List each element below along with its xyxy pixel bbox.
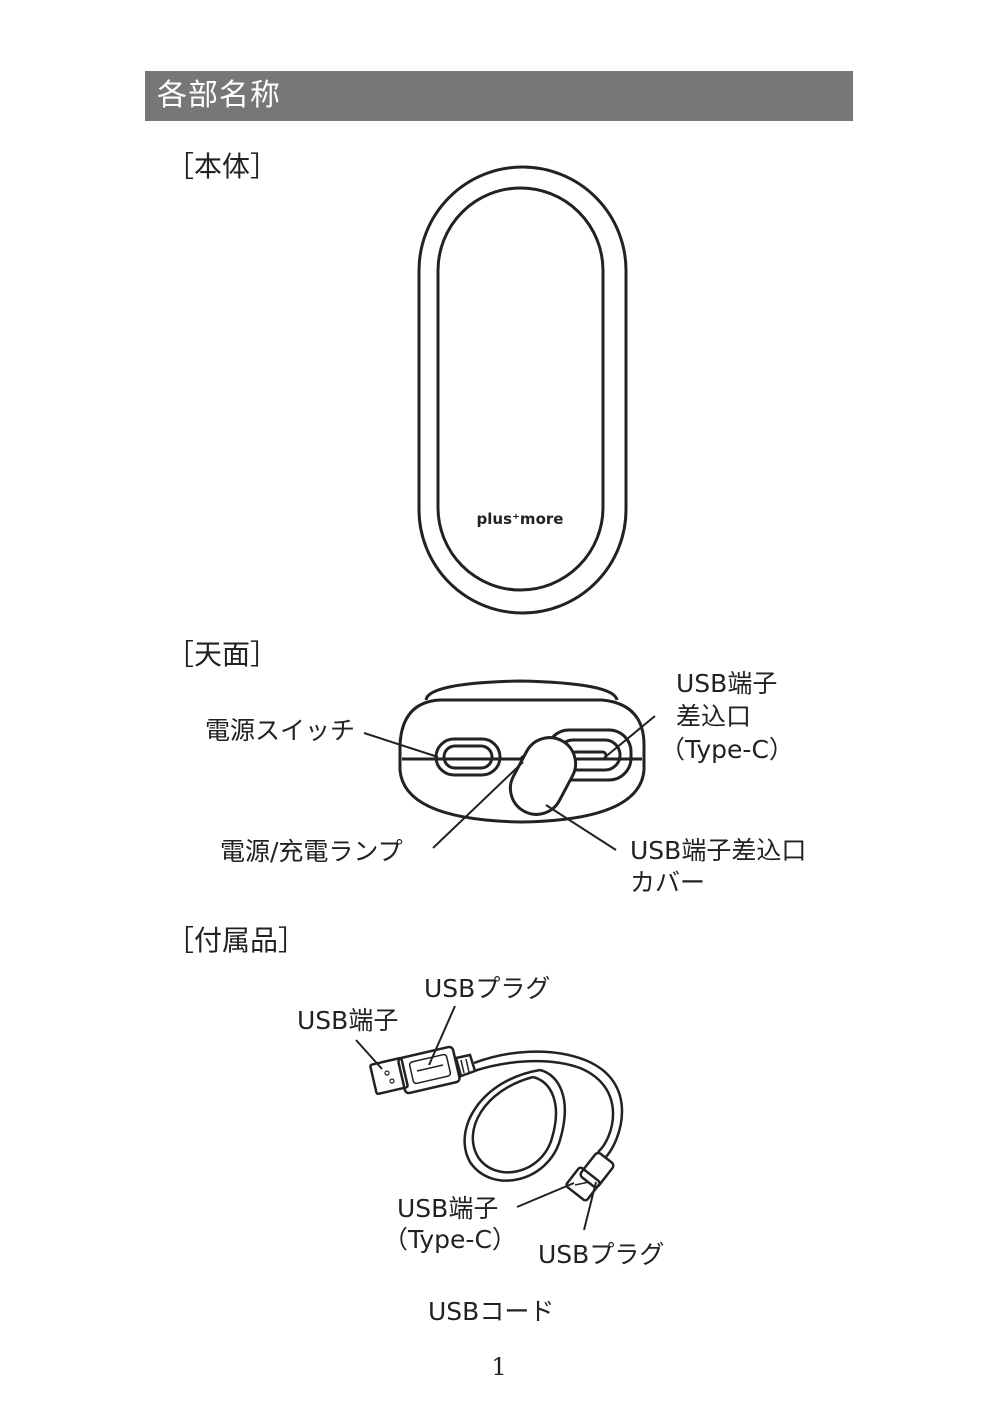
page-number: 1 bbox=[0, 1352, 998, 1382]
label-port-cover-line2: カバー bbox=[630, 867, 705, 899]
label-power-charge-lamp: 電源/充電ランプ bbox=[220, 836, 403, 868]
label-usb-port-line2: 差込口 bbox=[676, 701, 751, 733]
label-usb-terminal-c-line1: USB端子 bbox=[397, 1193, 498, 1225]
device-top-illustration bbox=[400, 681, 644, 824]
label-usb-cord: USBコード bbox=[428, 1296, 554, 1328]
usb-cable-illustration bbox=[370, 1046, 622, 1201]
label-usb-port-line1: USB端子 bbox=[676, 668, 777, 700]
label-usb-plug-c: USBプラグ bbox=[538, 1239, 664, 1271]
label-usb-terminal-a: USB端子 bbox=[297, 1005, 398, 1037]
label-usb-plug-a: USBプラグ bbox=[424, 973, 550, 1005]
label-port-cover-line1: USB端子差込口 bbox=[630, 835, 806, 867]
label-power-switch: 電源スイッチ bbox=[205, 715, 355, 747]
label-usb-terminal-c-line2: （Type-C） bbox=[383, 1224, 517, 1256]
device-logo: plus⁺more bbox=[477, 510, 564, 528]
device-front-illustration bbox=[419, 167, 626, 613]
label-usb-port-line3: （Type-C） bbox=[660, 734, 794, 766]
